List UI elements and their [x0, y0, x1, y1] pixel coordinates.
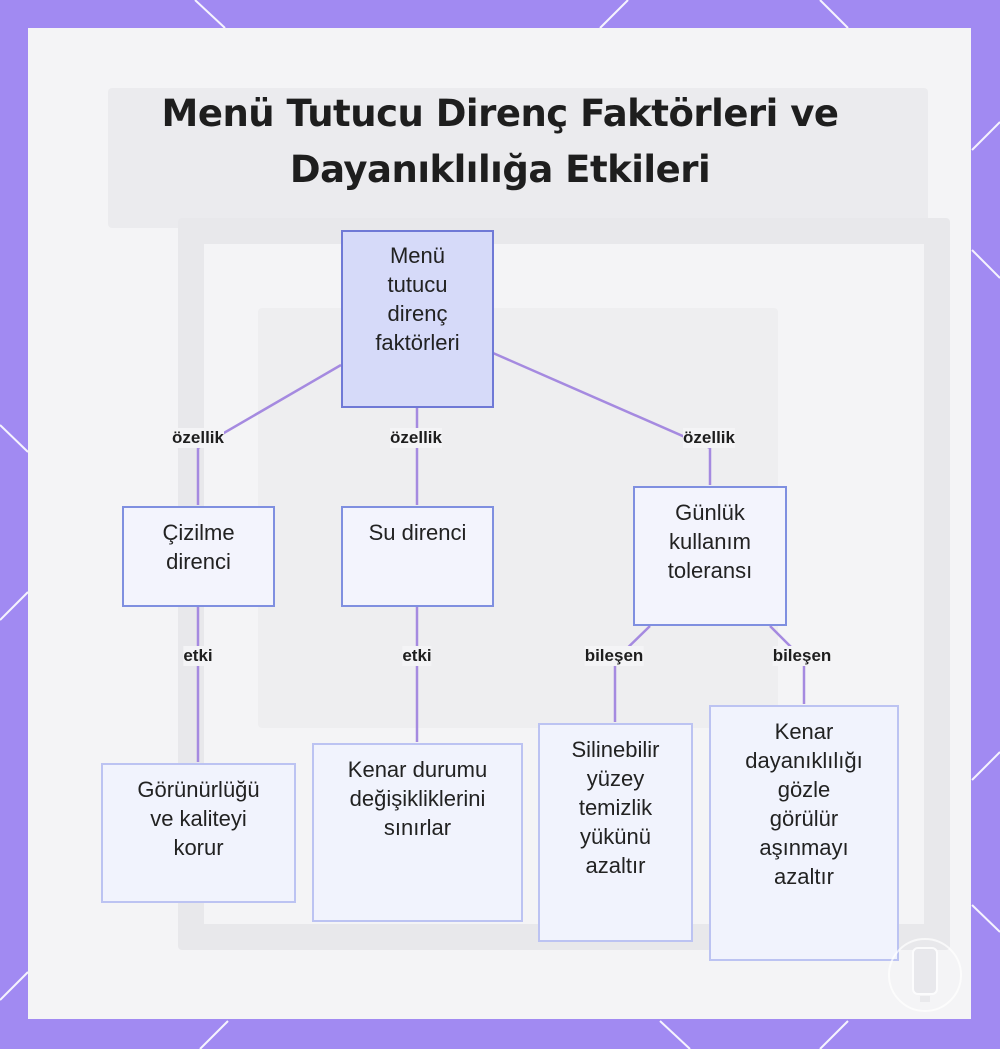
- node-visibility-quality: Görünürlüğü ve kaliteyi korur: [101, 763, 296, 903]
- edge-daily-cleaning: [613, 625, 651, 722]
- node-text: Görünürlüğü: [137, 777, 260, 802]
- device-watermark-icon: [888, 938, 962, 1012]
- node-text: korur: [173, 835, 224, 860]
- node-text: faktörleri: [375, 330, 460, 355]
- edge-label-root-daily: özellik: [683, 428, 735, 448]
- title-line-1: Menü Tutucu Direnç Faktörleri ve: [161, 92, 839, 135]
- node-text: azaltır: [585, 853, 646, 878]
- node-text: Kenar: [774, 719, 834, 744]
- node-text: Kenar durumu: [347, 757, 488, 782]
- edge-root-daily: [492, 351, 712, 485]
- node-text: sınırlar: [383, 815, 452, 840]
- node-text: Çizilme: [162, 520, 235, 545]
- node-text: Silinebilir: [571, 737, 660, 762]
- node-text: değişikliklerini: [349, 786, 486, 811]
- node-text: temizlik: [578, 795, 653, 820]
- node-text: yüzey: [586, 766, 645, 791]
- diagram-title: Menü Tutucu Direnç Faktörleri ve Dayanık…: [0, 86, 1000, 198]
- edge-label-root-water: özellik: [390, 428, 442, 448]
- node-root: Menü tutucu direnç faktörleri: [341, 230, 494, 408]
- node-text: toleransı: [667, 558, 753, 583]
- node-text: Günlük: [675, 500, 745, 525]
- node-text: direnci: [166, 549, 231, 574]
- edge-label-daily-cleaning: bileşen: [584, 646, 644, 666]
- node-text: azaltır: [774, 864, 834, 889]
- node-cleaning-load: Silinebilir yüzey temizlik yükünü azaltı…: [538, 723, 693, 942]
- node-edge-change-limits: Kenar durumu değişikliklerini sınırlar: [312, 743, 523, 922]
- node-text: kullanım: [669, 529, 751, 554]
- node-text: aşınmayı: [759, 835, 849, 860]
- node-text: tutucu: [387, 272, 448, 297]
- node-text: Su direnci: [368, 520, 467, 545]
- node-edge-wear: Kenar dayanıklılığı gözle görülür aşınma…: [709, 705, 899, 961]
- edge-label-root-scratch: özellik: [172, 428, 224, 448]
- node-text: yükünü: [580, 824, 651, 849]
- node-text: dayanıklılığı: [745, 748, 863, 773]
- node-text: direnç: [387, 301, 448, 326]
- node-water-resistance: Su direnci: [341, 506, 494, 607]
- background-shape: [108, 88, 928, 228]
- node-scratch-resistance: Çizilme direnci: [122, 506, 275, 607]
- node-text: Menü: [389, 243, 446, 268]
- node-text: ve kaliteyi: [150, 806, 247, 831]
- edge-root-scratch: [196, 363, 342, 505]
- edge-label-daily-edge-wear: bileşen: [772, 646, 832, 666]
- node-text: görülür: [769, 806, 839, 831]
- title-line-2: Dayanıklılığa Etkileri: [289, 148, 711, 191]
- node-daily-use-tolerance: Günlük kullanım toleransı: [633, 486, 787, 626]
- edge-label-water-edge-change: etki: [402, 646, 432, 666]
- node-text: gözle: [777, 777, 831, 802]
- edge-label-scratch-visibility: etki: [183, 646, 213, 666]
